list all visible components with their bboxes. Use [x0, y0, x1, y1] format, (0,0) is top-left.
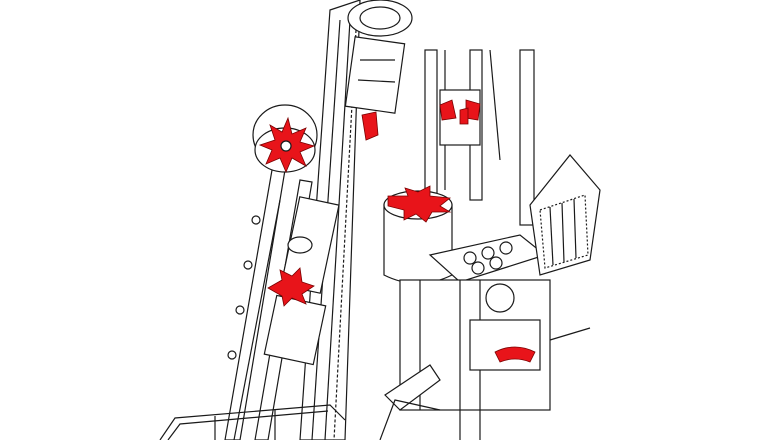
right-rig-rotary-table: [383, 185, 453, 284]
right-rig-base: [379, 279, 591, 440]
left-rig-handrail: [159, 404, 346, 440]
left-rig-drill-pipe: [224, 169, 340, 440]
left-rig-clamp-highlight: [267, 267, 315, 307]
work-basket: [529, 154, 601, 276]
right-rig-mast: [424, 49, 535, 226]
left-rig-rotary-table: [252, 104, 318, 174]
left-rig-top-drive-highlight: [361, 111, 379, 141]
